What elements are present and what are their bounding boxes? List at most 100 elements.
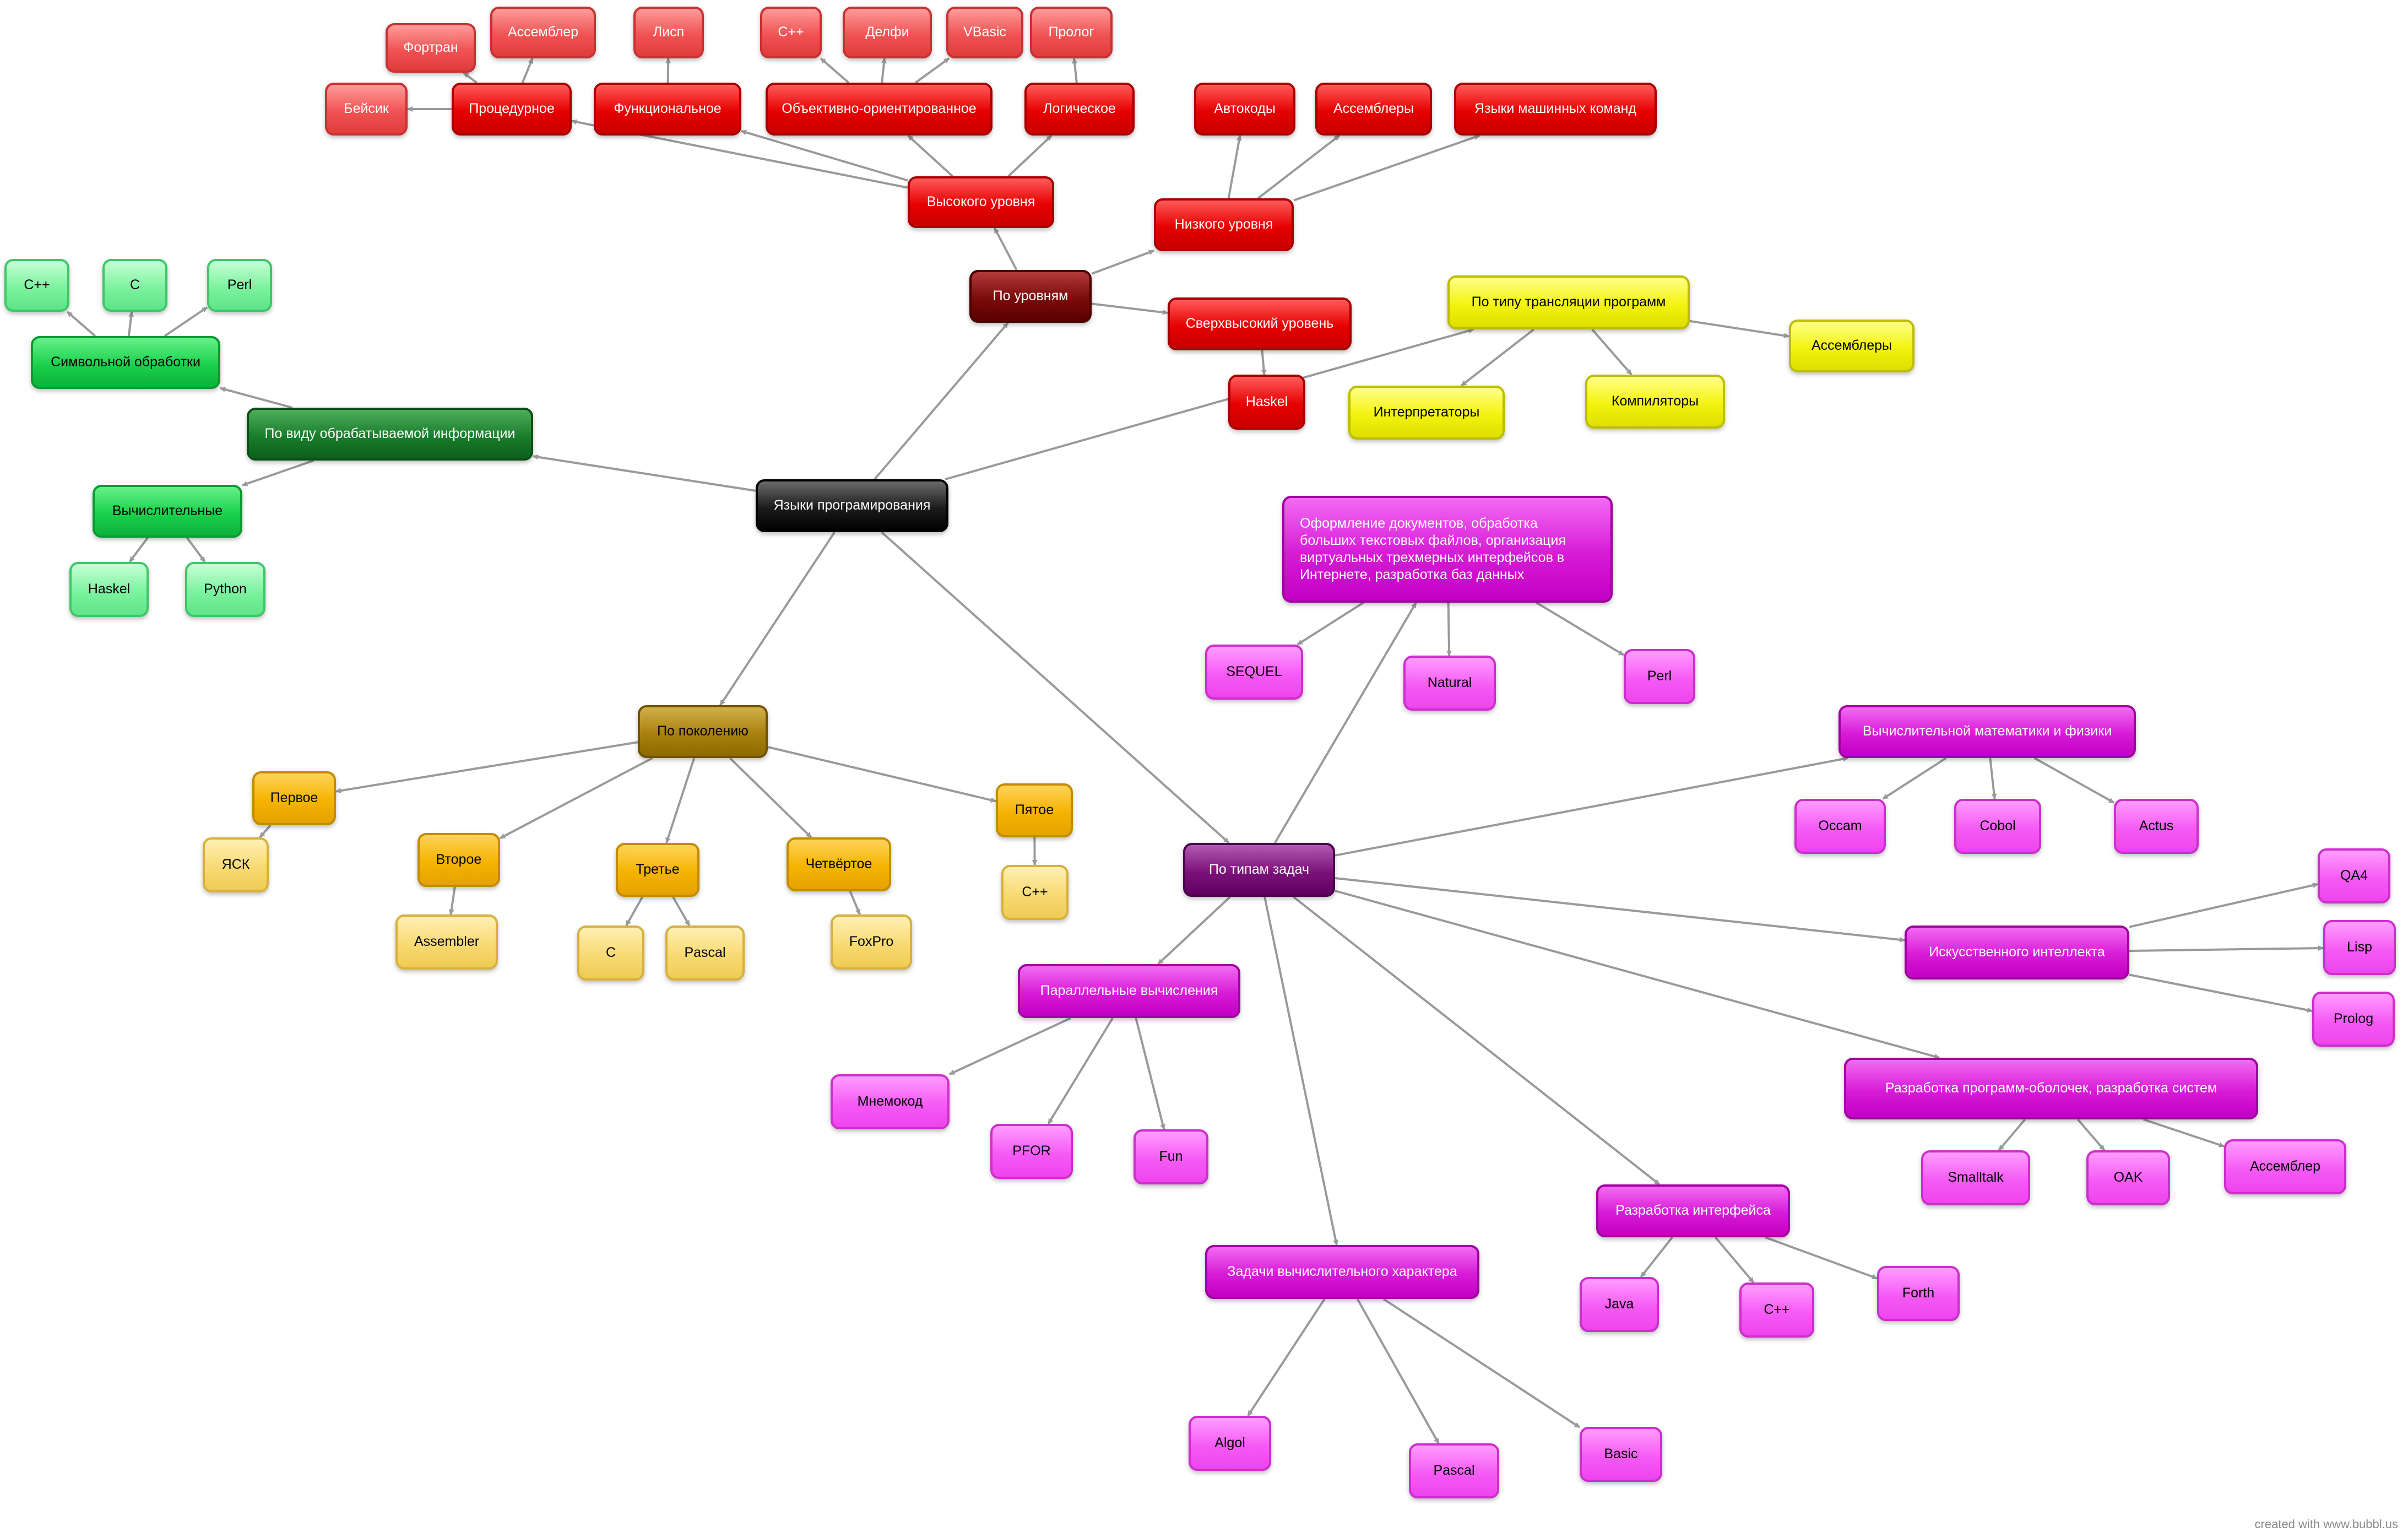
node-generation-cpp[interactable]: C++ bbox=[1001, 865, 1069, 920]
connector-parallel-mnemocode bbox=[949, 1017, 1072, 1075]
node-by-translation[interactable]: По типу трансляции программ bbox=[1447, 275, 1690, 329]
node-lisp[interactable]: Lisp bbox=[2323, 920, 2396, 975]
node-super-high-level[interactable]: Сверхвысокий уровень bbox=[1168, 297, 1352, 350]
node-pfor[interactable]: PFOR bbox=[990, 1124, 1073, 1179]
node-cobol[interactable]: Cobol bbox=[1954, 799, 2041, 854]
connector-first-yask bbox=[259, 824, 272, 838]
node-by-info-type[interactable]: По виду обрабатываемой информации bbox=[247, 408, 533, 461]
node-mnemocode[interactable]: Мнемокод bbox=[831, 1074, 950, 1129]
connector-math-actus bbox=[2033, 757, 2114, 804]
node-symbolic[interactable]: Символьной обработки bbox=[31, 336, 220, 389]
node-delphi[interactable]: Делфи bbox=[843, 7, 932, 58]
node-computational-pascal[interactable]: Pascal bbox=[1409, 1443, 1499, 1498]
node-cpp-oop[interactable]: С++ bbox=[760, 7, 822, 58]
node-algol[interactable]: Algol bbox=[1189, 1416, 1271, 1471]
node-low-level[interactable]: Низкого уровня bbox=[1154, 198, 1294, 251]
connector-by_tasks-compute bbox=[1263, 896, 1338, 1246]
node-document-processing[interactable]: Оформление документов, обработка больших… bbox=[1282, 496, 1613, 603]
node-assemblers-translation[interactable]: Ассемблеры bbox=[1789, 320, 1915, 372]
node-parallel-computing[interactable]: Параллельные вычисления bbox=[1018, 964, 1240, 1018]
node-shells-assembler[interactable]: Ассемблер bbox=[2224, 1139, 2346, 1194]
node-docs-perl[interactable]: Perl bbox=[1624, 649, 1695, 704]
node-actus[interactable]: Actus bbox=[2114, 799, 2199, 854]
node-artificial-intelligence[interactable]: Искусственного интеллекта bbox=[1905, 926, 2129, 979]
node-lisp-ru[interactable]: Лисп bbox=[633, 7, 704, 58]
node-generation-fourth[interactable]: Четвёртое bbox=[787, 837, 891, 891]
node-interface-cpp[interactable]: C++ bbox=[1739, 1282, 1814, 1338]
connector-logical-prolog_ru bbox=[1072, 58, 1078, 83]
connector-by_generation-fifth bbox=[767, 746, 996, 803]
node-forth[interactable]: Forth bbox=[1877, 1266, 1960, 1321]
node-assembler-procedural[interactable]: Ассемблер bbox=[490, 7, 596, 58]
node-by-levels[interactable]: По уровням bbox=[969, 270, 1092, 323]
connector-symbolic-sym_perl bbox=[164, 306, 208, 337]
connector-functional-lisp_ru bbox=[665, 58, 671, 83]
node-computational[interactable]: Вычислительные bbox=[93, 485, 242, 538]
node-super-haskel[interactable]: Haskel bbox=[1228, 375, 1305, 430]
node-prolog[interactable]: Prolog bbox=[2312, 992, 2395, 1047]
node-occam[interactable]: Occam bbox=[1794, 799, 1886, 854]
node-shells-systems[interactable]: Разработка программ-оболочек, разработка… bbox=[1844, 1058, 2258, 1119]
node-symbolic-cpp[interactable]: C++ bbox=[4, 259, 69, 312]
node-computational-haskel[interactable]: Haskel bbox=[69, 562, 149, 617]
node-generation-pascal[interactable]: Pascal bbox=[665, 926, 745, 981]
node-java[interactable]: Java bbox=[1580, 1277, 1659, 1332]
node-autocodes[interactable]: Автокоды bbox=[1194, 83, 1295, 136]
node-generation-first[interactable]: Первое bbox=[252, 771, 336, 825]
node-interface-development[interactable]: Разработка интерфейса bbox=[1596, 1184, 1790, 1237]
node-computational-basic[interactable]: Basic bbox=[1580, 1427, 1662, 1482]
node-interpreters[interactable]: Интерпретаторы bbox=[1348, 386, 1505, 440]
connector-by_tasks-parallel bbox=[1157, 896, 1231, 965]
connector-ui-forth bbox=[1765, 1236, 1878, 1280]
node-compilers[interactable]: Компиляторы bbox=[1585, 375, 1725, 429]
node-procedural[interactable]: Процедурное bbox=[452, 83, 572, 136]
node-yask[interactable]: ЯСК bbox=[203, 837, 269, 892]
connector-root-by_translation bbox=[945, 328, 1474, 480]
connector-by_info-computational bbox=[242, 459, 314, 486]
connector-third-gen_c bbox=[625, 896, 644, 926]
node-math-physics[interactable]: Вычислительной математики и физики bbox=[1838, 705, 2136, 758]
node-foxpro[interactable]: FoxPro bbox=[831, 914, 912, 970]
connector-procedural-fortran bbox=[463, 72, 478, 84]
connector-compute-algol bbox=[1247, 1298, 1326, 1417]
node-high-level[interactable]: Высокого уровня bbox=[908, 176, 1054, 228]
node-assemblers-low[interactable]: Ассемблеры bbox=[1315, 83, 1432, 136]
node-by-task-type[interactable]: По типам задач bbox=[1183, 843, 1335, 897]
node-generation-second[interactable]: Второе bbox=[417, 833, 500, 887]
node-fortran[interactable]: Фортран bbox=[386, 23, 476, 73]
node-generation-c[interactable]: C bbox=[577, 926, 644, 981]
node-by-generation[interactable]: По поколению bbox=[638, 705, 768, 758]
connector-math-cobol bbox=[1989, 757, 1997, 799]
node-smalltalk[interactable]: Smalltalk bbox=[1921, 1150, 2030, 1205]
node-sequel[interactable]: SEQUEL bbox=[1205, 645, 1303, 700]
connector-by_generation-third bbox=[665, 757, 696, 843]
node-generation-third[interactable]: Третье bbox=[616, 843, 699, 897]
node-fun[interactable]: Fun bbox=[1134, 1129, 1208, 1184]
node-logical[interactable]: Логическое bbox=[1024, 83, 1135, 136]
node-symbolic-c[interactable]: C bbox=[102, 259, 167, 312]
node-symbolic-perl[interactable]: Perl bbox=[207, 259, 272, 312]
node-generation-fifth[interactable]: Пятое bbox=[996, 783, 1073, 837]
node-natural[interactable]: Natural bbox=[1403, 656, 1496, 711]
node-vbasic[interactable]: VBasic bbox=[946, 7, 1023, 58]
connector-by_generation-fourth bbox=[729, 757, 812, 838]
node-qa4[interactable]: QA4 bbox=[2318, 848, 2390, 903]
node-assembler-generation[interactable]: Assembler bbox=[395, 914, 498, 970]
node-basic-ru[interactable]: Бейсик bbox=[325, 83, 408, 136]
connector-by_generation-second bbox=[500, 757, 653, 840]
node-prolog-ru[interactable]: Пролог bbox=[1030, 7, 1113, 58]
node-root[interactable]: Языки програмирования bbox=[756, 479, 948, 532]
node-computational-python[interactable]: Python bbox=[185, 562, 265, 617]
node-computational-tasks[interactable]: Задачи вычислительного характера bbox=[1205, 1245, 1479, 1299]
node-oak[interactable]: OAK bbox=[2086, 1150, 2170, 1205]
node-functional[interactable]: Функциональное bbox=[594, 83, 741, 136]
connector-ai-lisp bbox=[2129, 945, 2324, 952]
node-machine-languages[interactable]: Языки машинных команд bbox=[1454, 83, 1657, 136]
connector-fourth-foxpro bbox=[849, 891, 861, 915]
connector-by_translation-interpreters bbox=[1460, 328, 1535, 387]
node-object-oriented[interactable]: Объективно-ориентированное bbox=[766, 83, 993, 136]
connector-super-super_haskel bbox=[1261, 350, 1267, 375]
connector-by_translation-compilers bbox=[1591, 328, 1633, 376]
connector-oop-delphi bbox=[881, 58, 887, 83]
